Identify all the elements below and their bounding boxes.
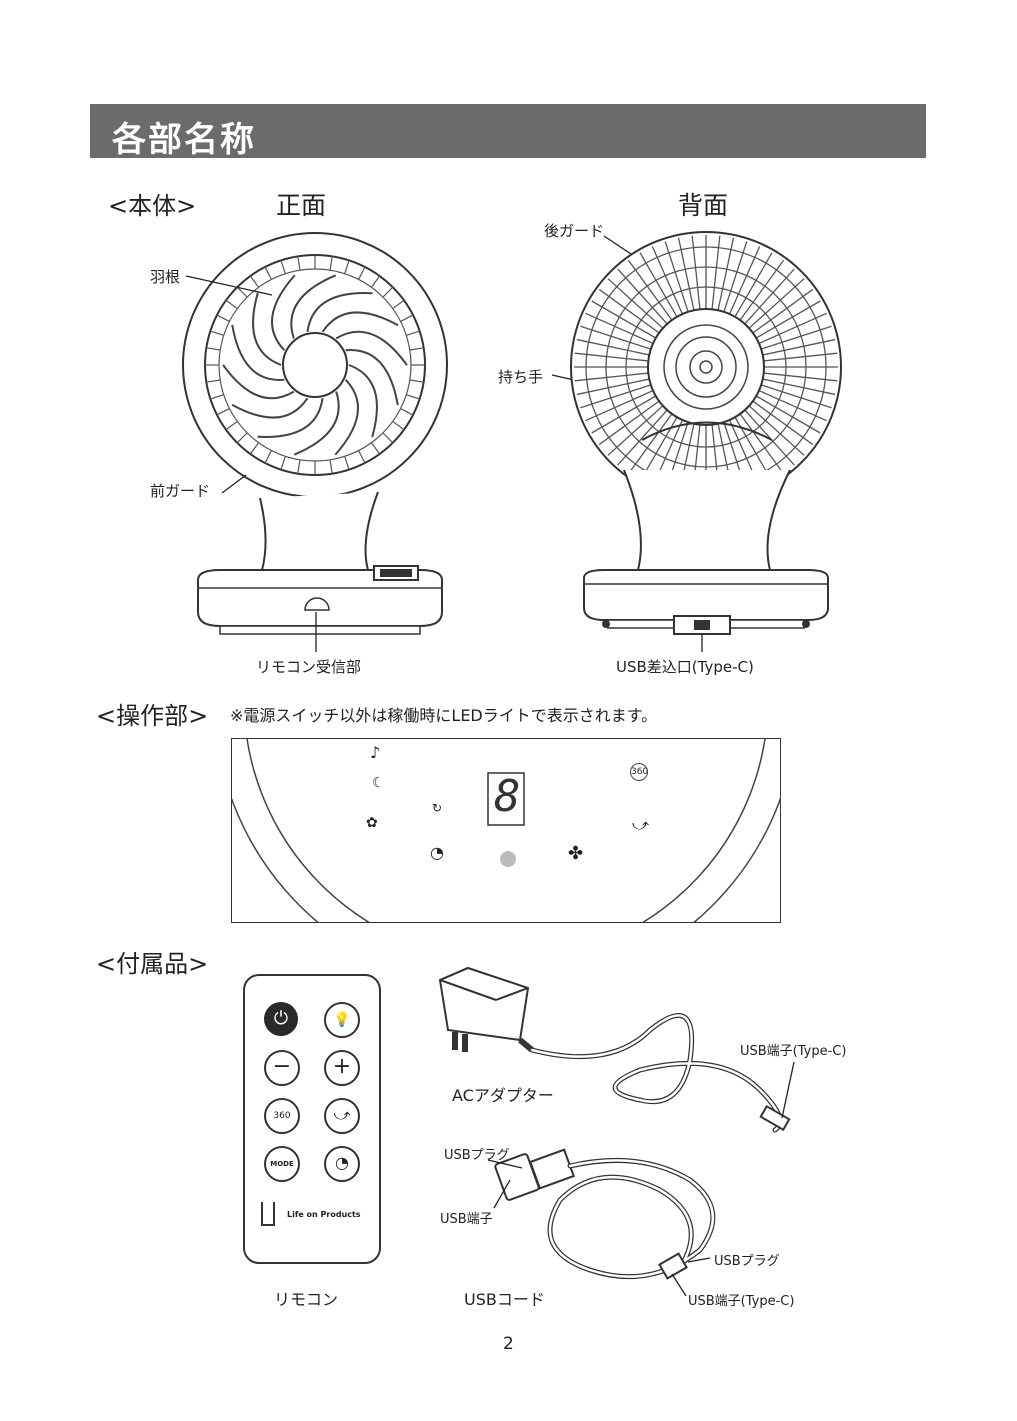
ac-usb-terminal-label: USB端子(Type-C) — [740, 1040, 846, 1059]
usb-plug-bottom-label: USBプラグ — [714, 1250, 780, 1269]
page-number: 2 — [503, 1334, 514, 1354]
usb-plug-top-label: USBプラグ — [444, 1144, 510, 1163]
usb-terminal-bottom-label: USB端子(Type-C) — [688, 1290, 794, 1309]
ac-adapter-label: ACアダプター — [452, 1082, 554, 1106]
usb-cord-label: USBコード — [464, 1286, 545, 1310]
usb-terminal-top-label: USB端子 — [440, 1208, 493, 1227]
